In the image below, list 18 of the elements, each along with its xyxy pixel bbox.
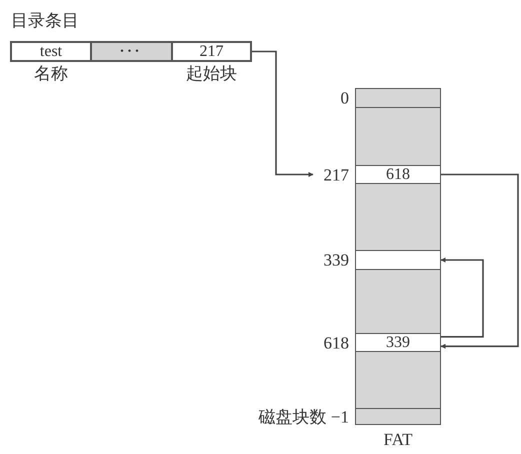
cell-text: ••• [120, 46, 143, 56]
field-label: 起始块 [186, 65, 237, 82]
dots-cell [91, 42, 172, 61]
block-number: 618 [324, 334, 349, 351]
block-number: 339 [324, 252, 349, 268]
block-number: 磁盘块数 −1 [258, 408, 349, 425]
cell-value: 618 [386, 166, 410, 182]
block-number: 0 [340, 90, 349, 106]
arrow [440, 174, 519, 349]
heading: 目录条目 [11, 10, 79, 32]
arrow [251, 50, 314, 177]
arrow [440, 258, 484, 338]
cell-value: 339 [386, 334, 410, 350]
cell-text: 217 [200, 44, 224, 60]
heading: FAT [384, 430, 412, 450]
cell-text: test [40, 44, 62, 60]
field-label: 名称 [34, 65, 68, 82]
block-number: 217 [324, 166, 349, 183]
